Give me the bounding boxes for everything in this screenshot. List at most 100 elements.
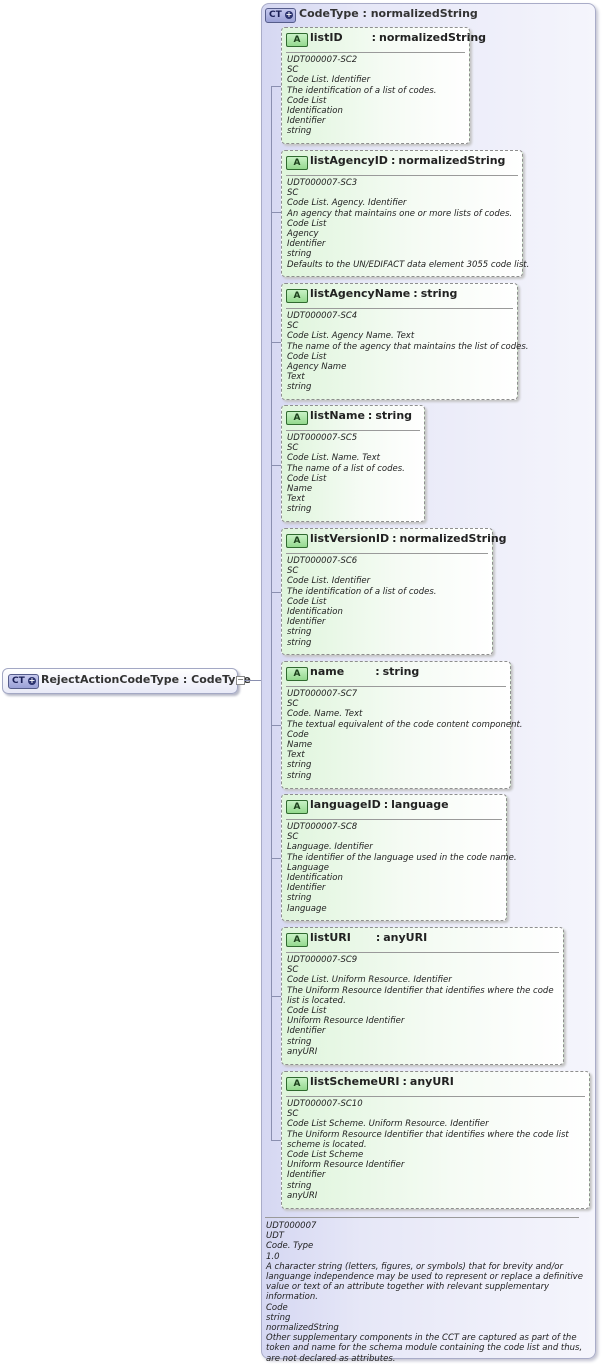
doc-line: Code List. Agency Name. Text bbox=[287, 331, 415, 342]
doc-line: UDT000007-SC9 bbox=[287, 955, 358, 965]
attribute-separator bbox=[286, 553, 488, 554]
attribute-header: listAgencyID:normalizedString bbox=[310, 154, 506, 167]
doc-line: Text bbox=[287, 750, 305, 761]
attribute-name: name bbox=[310, 665, 345, 678]
attribute-separator bbox=[286, 52, 465, 53]
doc-line: Identifier bbox=[287, 239, 326, 250]
attribute-icon: A bbox=[286, 33, 308, 47]
attribute-header: name:string bbox=[310, 665, 420, 678]
attribute-separator bbox=[286, 686, 506, 687]
doc-line: The identifier of the language used in t… bbox=[287, 852, 517, 863]
attribute-name: listID bbox=[310, 31, 343, 44]
doc-line: Agency bbox=[287, 229, 319, 240]
doc-line: Text bbox=[287, 494, 305, 505]
attribute-header: listID:normalizedString bbox=[310, 31, 487, 44]
attribute-documentation: UDT000007-SC10 SC Code List Scheme. Unif… bbox=[287, 1099, 585, 1201]
doc-line: The textual equivalent of the code conte… bbox=[287, 719, 523, 730]
doc-line: string bbox=[287, 126, 312, 137]
doc-line: Code. Name. Text bbox=[287, 709, 363, 720]
attribute-separator bbox=[286, 430, 420, 431]
doc-line: The Uniform Resource Identifier that ide… bbox=[287, 985, 554, 1006]
doc-line: A character string (letters, figures, or… bbox=[266, 1261, 583, 1303]
doc-line: Code List. Agency. Identifier bbox=[287, 198, 407, 209]
doc-line: UDT000007-SC3 bbox=[287, 178, 358, 188]
doc-line: language bbox=[287, 903, 327, 914]
doc-line: SC bbox=[287, 1109, 299, 1120]
attribute-documentation: UDT000007-SC2 SC Code List. Identifier T… bbox=[287, 55, 465, 137]
attribute-box-listagencyname[interactable]: A listAgencyName:string UDT000007-SC4 SC… bbox=[281, 283, 528, 400]
attribute-type: string bbox=[382, 665, 420, 678]
doc-line: Identifier bbox=[287, 116, 326, 127]
attribute-documentation: UDT000007-SC7 SC Code. Name. Text The te… bbox=[287, 689, 523, 781]
doc-line: Code List. Uniform Resource. Identifier bbox=[287, 975, 452, 986]
doc-line: Identification bbox=[287, 106, 343, 117]
doc-line: Code List. Identifier bbox=[287, 75, 371, 86]
attribute-box-listagencyid[interactable]: A listAgencyID:normalizedString UDT00000… bbox=[281, 150, 530, 277]
tree-branch-line bbox=[271, 592, 281, 593]
doc-line: UDT000007 bbox=[266, 1221, 317, 1231]
doc-line: UDT bbox=[266, 1231, 284, 1242]
tree-branch-line bbox=[271, 212, 281, 213]
type-documentation: UDT000007 UDT Code. Type 1.0 A character… bbox=[266, 1221, 584, 1364]
attribute-type: string bbox=[420, 287, 458, 300]
attribute-box-listuri[interactable]: A listURI:anyURI UDT000007-SC9 SC Code L… bbox=[281, 927, 564, 1065]
doc-line: SC bbox=[287, 832, 299, 843]
doc-line: Code bbox=[266, 1302, 288, 1313]
doc-line: Uniform Resource Identifier bbox=[287, 1160, 405, 1171]
doc-line: Language. Identifier bbox=[287, 842, 373, 853]
complex-type-icon: CT+ bbox=[8, 674, 39, 689]
doc-line: The name of a list of codes. bbox=[287, 463, 405, 474]
doc-line: anyURI bbox=[287, 1190, 318, 1201]
doc-line: SC bbox=[287, 965, 299, 976]
attribute-separator bbox=[286, 819, 502, 820]
attribute-name: listName bbox=[310, 409, 365, 422]
doc-line: Code List. Identifier bbox=[287, 576, 371, 587]
doc-line: UDT000007-SC7 bbox=[287, 689, 358, 699]
attribute-box-listversionid[interactable]: A listVersionID:normalizedString UDT0000… bbox=[281, 528, 507, 655]
tree-branch-line bbox=[271, 86, 281, 87]
doc-line: Identification bbox=[287, 607, 343, 618]
attribute-icon: A bbox=[286, 289, 308, 303]
attribute-header: listVersionID:normalizedString bbox=[310, 532, 507, 545]
doc-line: Agency Name bbox=[287, 362, 347, 373]
attribute-box-languageid[interactable]: A languageID:language UDT000007-SC8 SC L… bbox=[281, 794, 517, 921]
attribute-box-name[interactable]: A name:string UDT000007-SC7 SC Code. Nam… bbox=[281, 661, 523, 789]
doc-line: SC bbox=[287, 188, 299, 199]
doc-line: UDT000007-SC10 bbox=[287, 1099, 363, 1109]
doc-line: UDT000007-SC6 bbox=[287, 556, 358, 566]
doc-line: string bbox=[287, 382, 312, 393]
doc-line: Code List Scheme bbox=[287, 1150, 364, 1161]
doc-line: string bbox=[287, 770, 312, 781]
doc-line: Other supplementary components in the CC… bbox=[266, 1333, 583, 1364]
doc-line: SC bbox=[287, 443, 299, 454]
doc-line: Code List Scheme. Uniform Resource. Iden… bbox=[287, 1119, 489, 1130]
tree-branch-line bbox=[271, 725, 281, 726]
attribute-box-listname[interactable]: A listName:string UDT000007-SC5 SC Code … bbox=[281, 405, 425, 522]
doc-line: Code List bbox=[287, 95, 327, 106]
container-title: CodeType : normalizedString bbox=[299, 7, 478, 20]
doc-line: Code List bbox=[287, 473, 327, 484]
attribute-type: anyURI bbox=[409, 1075, 454, 1088]
tree-vertical-line bbox=[271, 86, 272, 1140]
tree-branch-line bbox=[271, 465, 281, 466]
attribute-documentation: UDT000007-SC4 SC Code List. Agency Name.… bbox=[287, 311, 528, 393]
doc-line: string bbox=[287, 1036, 312, 1047]
attribute-header: listURI:anyURI bbox=[310, 931, 428, 944]
attribute-name: listSchemeURI bbox=[310, 1075, 400, 1088]
doc-line: Code bbox=[287, 729, 309, 740]
attribute-separator bbox=[286, 1096, 585, 1097]
doc-line: Identifier bbox=[287, 617, 326, 628]
doc-line: Defaults to the UN/EDIFACT data element … bbox=[287, 259, 530, 270]
doc-line: UDT000007-SC4 bbox=[287, 311, 358, 321]
attribute-type: anyURI bbox=[383, 931, 428, 944]
attribute-box-listid[interactable]: A listID:normalizedString UDT000007-SC2 … bbox=[281, 27, 486, 144]
doc-line: Text bbox=[287, 372, 305, 383]
doc-line: anyURI bbox=[287, 1046, 318, 1057]
attribute-name: languageID bbox=[310, 798, 381, 811]
doc-line: Code List bbox=[287, 351, 327, 362]
doc-line: An agency that maintains one or more lis… bbox=[287, 208, 513, 219]
doc-line: Language bbox=[287, 862, 329, 873]
root-type-node[interactable]: CT+ RejectActionCodeType : CodeType bbox=[2, 668, 251, 694]
attribute-documentation: UDT000007-SC6 SC Code List. Identifier T… bbox=[287, 556, 488, 648]
attribute-box-listschemeuri[interactable]: A listSchemeURI:anyURI UDT000007-SC10 SC… bbox=[281, 1071, 590, 1209]
